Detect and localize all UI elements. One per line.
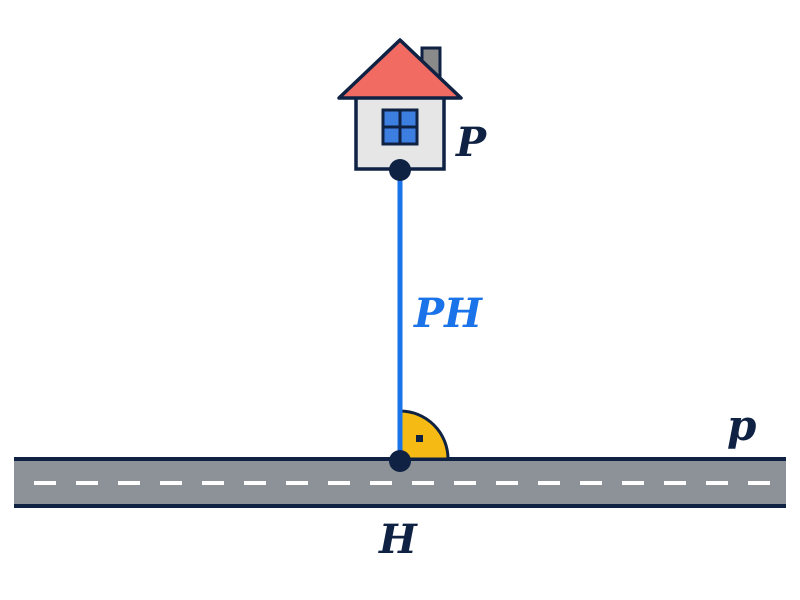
- label-segment-ph: PH: [413, 290, 483, 337]
- label-point-p: P: [455, 119, 488, 166]
- right-angle-sector: [398, 409, 450, 461]
- right-angle-dot: [416, 435, 423, 442]
- label-line-p: p: [727, 401, 756, 450]
- house-icon: [337, 38, 463, 171]
- point-p-dot: [389, 159, 411, 181]
- label-point-h: H: [378, 516, 418, 563]
- right-angle-marker: [398, 409, 450, 461]
- house-roof: [337, 38, 463, 100]
- point-h-dot: [389, 450, 411, 472]
